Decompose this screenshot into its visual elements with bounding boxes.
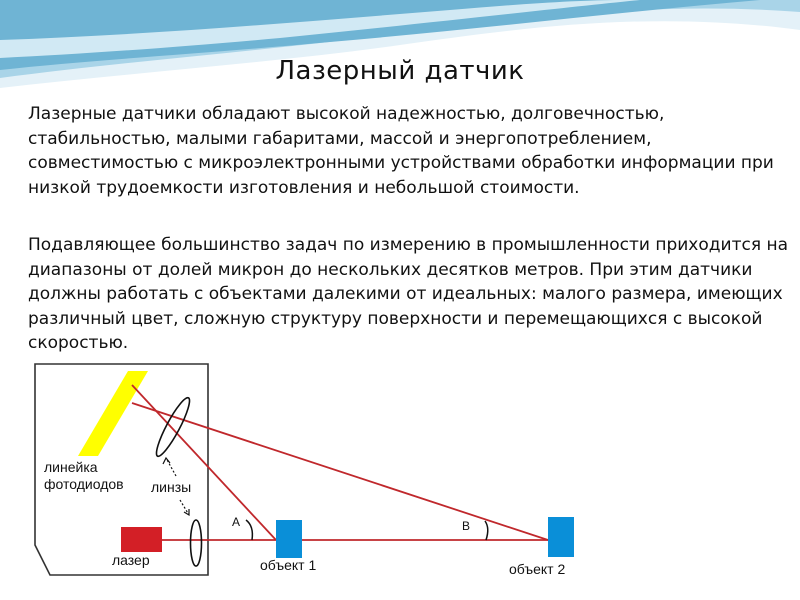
transmitting-lens — [189, 519, 203, 567]
label-photodiode-ruler-line2: фотодиодов — [44, 476, 124, 492]
slide-title: Лазерный датчик — [275, 56, 525, 86]
paragraph-reliability: Лазерные датчики обладают высокой надежн… — [28, 104, 774, 198]
wave-light-stripe — [0, 0, 640, 58]
laser-triangulation-diagram: линейка фотодиодов линзы лазер A B объек… — [34, 363, 574, 577]
angle-a-arc — [245, 519, 254, 541]
reflected-beam-object2 — [131, 402, 549, 541]
angle-b-arc — [484, 520, 489, 541]
object2 — [548, 517, 574, 557]
label-photodiode-ruler-line1: линейка — [44, 459, 98, 475]
laser-beams — [131, 384, 549, 541]
label-laser: лазер — [112, 552, 150, 568]
label-object1: объект 1 — [260, 557, 316, 573]
decorative-wave-header — [0, 0, 800, 88]
wave-front — [0, 0, 760, 70]
lens-pointer-arrows — [162, 456, 190, 517]
receiving-lens — [155, 396, 191, 458]
label-angle-a: A — [232, 515, 240, 529]
label-angle-b: B — [462, 519, 470, 533]
label-lenses: линзы — [151, 479, 191, 495]
laser-body — [121, 527, 162, 552]
label-object2: объект 2 — [509, 561, 565, 577]
sensor-housing — [34, 363, 209, 576]
object1 — [276, 520, 302, 558]
photodiode-ruler — [78, 371, 148, 456]
paragraph-measurement-ranges: Подавляющее большинство задач по измерен… — [28, 235, 788, 353]
